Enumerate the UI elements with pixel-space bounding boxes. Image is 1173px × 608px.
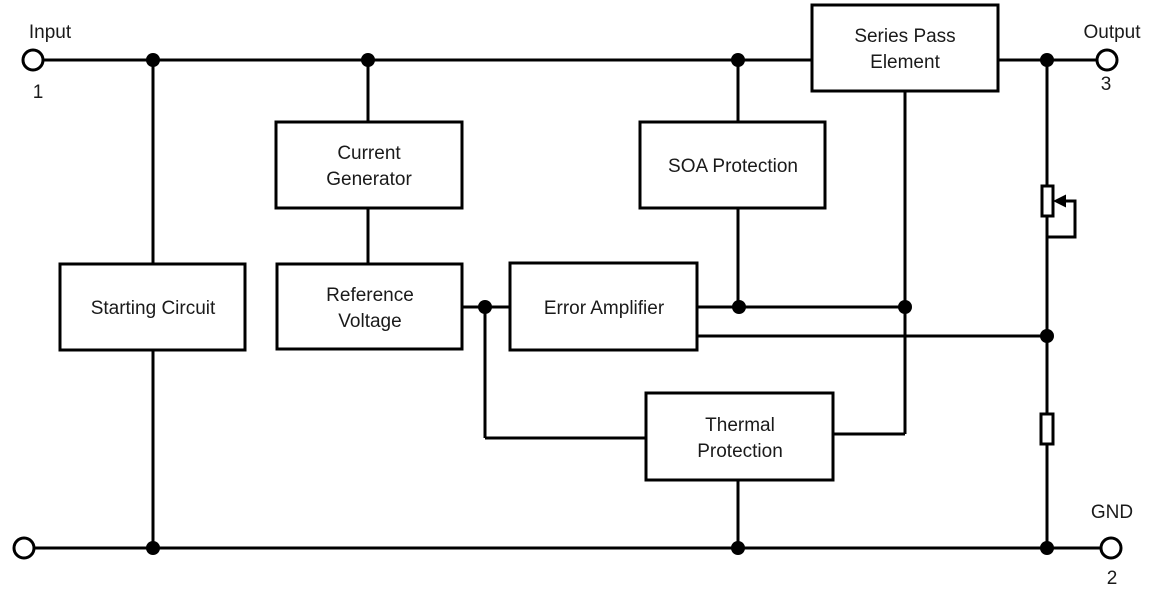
error-amplifier-box — [508, 261, 699, 352]
soa-protection-label: SOA Protection — [668, 156, 798, 177]
gnd-pin-number: 2 — [1107, 568, 1118, 589]
potentiometer-symbol — [1040, 184, 1077, 239]
junction-dot — [1040, 329, 1054, 343]
junction-dots — [146, 53, 1054, 555]
output-terminal-label: Output — [1083, 22, 1141, 43]
thermal-protection-box — [644, 391, 835, 482]
terminals: Input 1 Output 3 GND 2 — [12, 22, 1141, 589]
potentiometer-body — [1040, 184, 1055, 218]
junction-dot — [898, 300, 912, 314]
thermal-protection-label: Thermal — [705, 415, 775, 436]
thermal-protection-block: Thermal Protection — [644, 391, 835, 482]
junction-dot — [1040, 541, 1054, 555]
function-blocks: Series Pass Element Current Generator SO… — [58, 3, 1000, 482]
junction-dot — [731, 53, 745, 67]
output-terminal-circle — [1095, 48, 1119, 72]
soa-protection-block: SOA Protection — [638, 120, 827, 210]
error-amplifier-label: Error Amplifier — [544, 298, 665, 319]
reference-voltage-block: Reference Voltage — [275, 262, 464, 351]
wires — [34, 58, 1101, 550]
reference-voltage-box — [275, 262, 464, 351]
gnd-terminal-label: GND — [1091, 502, 1133, 523]
series-pass-element-box — [810, 3, 1000, 93]
junction-dot — [731, 541, 745, 555]
input-terminal-circle — [21, 48, 45, 72]
starting-circuit-block: Starting Circuit — [58, 262, 247, 352]
series-pass-element-label: Series Pass — [854, 26, 955, 47]
junction-dot — [1040, 53, 1054, 67]
series-pass-element-label-2: Element — [870, 52, 940, 73]
input-terminal-label: Input — [29, 22, 72, 43]
junction-dot — [478, 300, 492, 314]
junction-dot — [732, 300, 746, 314]
input-pin-number: 1 — [33, 82, 44, 103]
soa-protection-box — [638, 120, 827, 210]
reference-voltage-label: Reference — [326, 285, 414, 306]
junction-dot — [146, 53, 160, 67]
gnd-terminal-circle — [1099, 536, 1123, 560]
current-generator-label: Current — [337, 143, 401, 164]
wiper-arrow-icon — [1053, 194, 1066, 208]
ground-left-terminal-circle — [12, 536, 36, 560]
current-generator-label-2: Generator — [326, 169, 412, 190]
thermal-protection-label-2: Protection — [697, 441, 783, 462]
reference-voltage-label-2: Voltage — [338, 311, 401, 332]
current-generator-box — [274, 120, 464, 210]
resistor-symbol — [1039, 412, 1055, 446]
starting-circuit-box — [58, 262, 247, 352]
starting-circuit-label: Starting Circuit — [91, 298, 216, 319]
junction-dot — [146, 541, 160, 555]
output-pin-number: 3 — [1101, 74, 1112, 95]
junction-dot — [361, 53, 375, 67]
current-generator-block: Current Generator — [274, 120, 464, 210]
potentiometer-wiper-wire — [1047, 199, 1077, 239]
error-amplifier-block: Error Amplifier — [508, 261, 699, 352]
series-pass-element-block: Series Pass Element — [810, 3, 1000, 93]
